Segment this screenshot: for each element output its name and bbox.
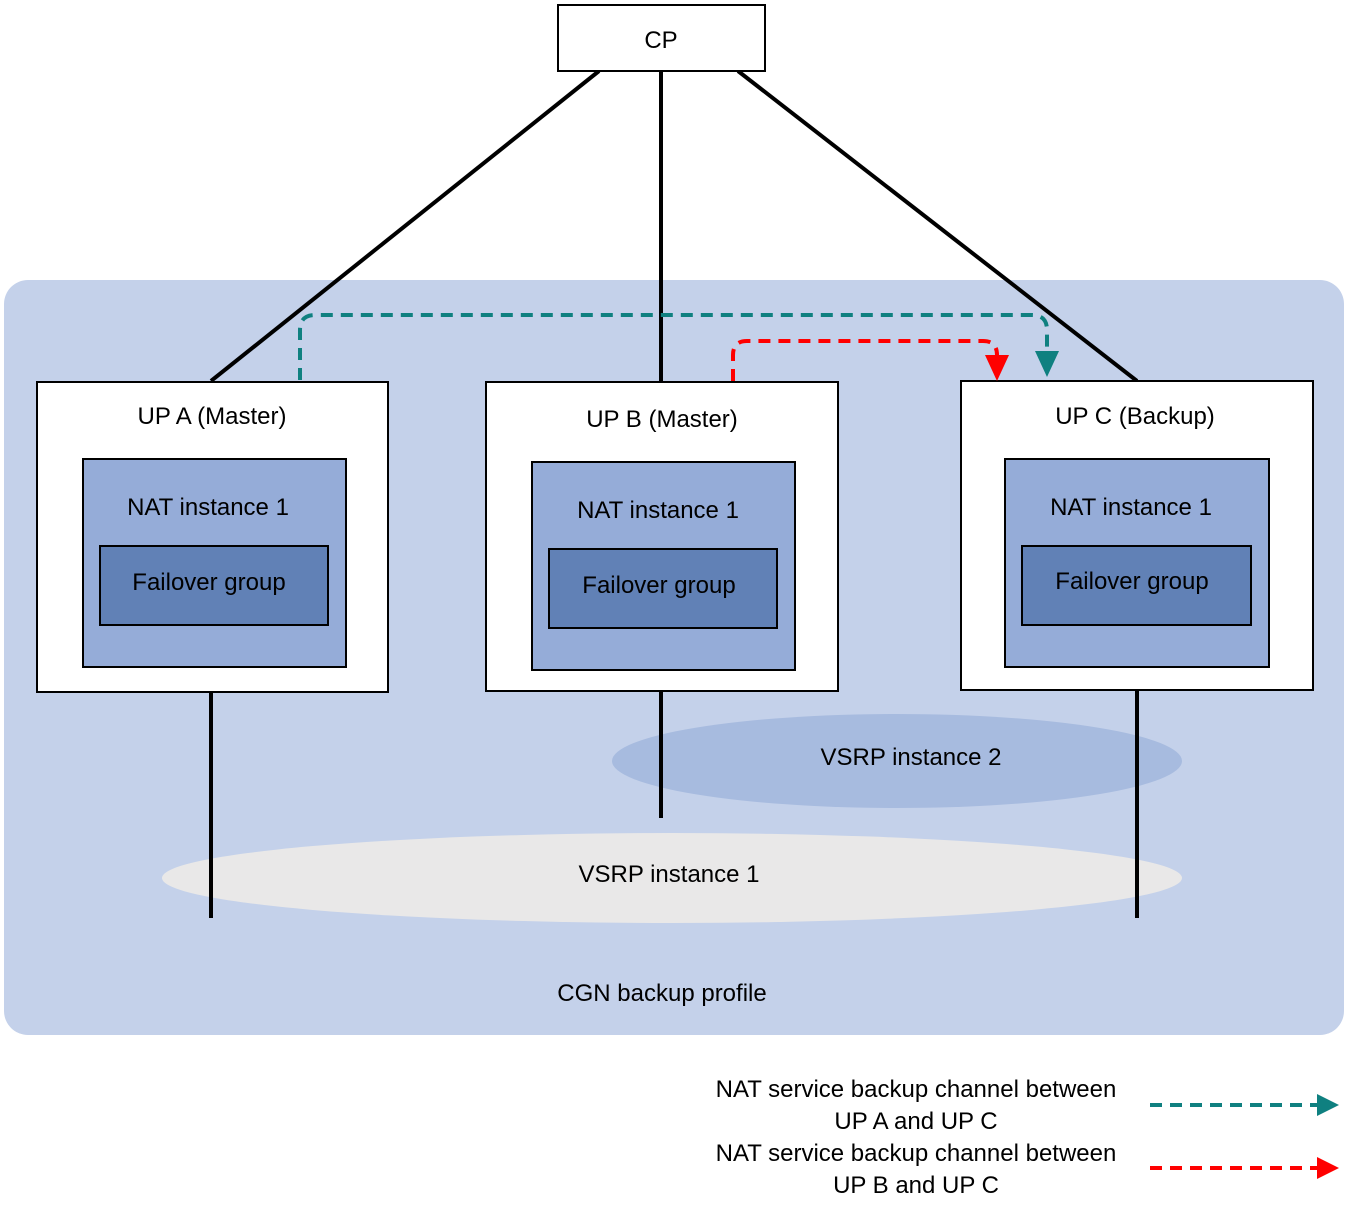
legend-teal-arrowhead [1317, 1094, 1339, 1116]
link-cp-to-up-c [736, 69, 1139, 383]
legend: NAT service backup channel between UP A … [716, 1076, 1339, 1199]
cp-node: CP [557, 4, 766, 72]
link-cp-to-up-a [209, 69, 601, 383]
legend-item-1-line-1: NAT service backup channel between [716, 1076, 1117, 1103]
up-a-node: UP A (Master) NAT instance 1 Failover gr… [36, 381, 389, 693]
legend-item-2-line-2: UP B and UP C [833, 1172, 999, 1199]
channel-up-b-to-up-c [731, 339, 1009, 381]
up-b-failover-group [548, 548, 778, 629]
up-b-node: UP B (Master) NAT instance 1 Failover gr… [485, 381, 839, 692]
legend-item-up-a-up-c: NAT service backup channel between UP A … [716, 1076, 1339, 1135]
up-b-nat-label: NAT instance 1 [577, 497, 739, 524]
channel-up-b-arrowhead [985, 355, 1009, 381]
legend-red-arrowhead [1317, 1157, 1339, 1179]
cgn-backup-profile-label: CGN backup profile [557, 980, 766, 1007]
legend-item-2-line-1: NAT service backup channel between [716, 1140, 1117, 1167]
up-c-title: UP C (Backup) [1055, 403, 1215, 430]
vsrp-instance-1: VSRP instance 1 [162, 833, 1182, 923]
up-a-nat-label: NAT instance 1 [127, 494, 289, 521]
vsrp-instance-2: VSRP instance 2 [612, 714, 1182, 818]
up-c-failover-group [1021, 545, 1252, 626]
vsrp-instance-2-label: VSRP instance 2 [821, 744, 1002, 771]
legend-item-1-line-2: UP A and UP C [834, 1108, 997, 1135]
cp-label: CP [644, 27, 677, 54]
up-a-failover-group [99, 545, 329, 626]
up-c-failover-label: Failover group [1055, 568, 1208, 595]
up-c-nat-label: NAT instance 1 [1050, 494, 1212, 521]
up-a-failover-label: Failover group [132, 569, 285, 596]
legend-item-up-b-up-c: NAT service backup channel between UP B … [716, 1140, 1339, 1199]
channel-up-a-arrowhead [1035, 351, 1059, 377]
up-a-title: UP A (Master) [138, 403, 287, 430]
channel-up-a-to-up-c [298, 313, 1059, 380]
up-b-failover-label: Failover group [582, 572, 735, 599]
vsrp-instance-1-label: VSRP instance 1 [579, 861, 760, 888]
up-c-node: UP C (Backup) NAT instance 1 Failover gr… [960, 380, 1314, 691]
up-b-title: UP B (Master) [586, 406, 738, 433]
